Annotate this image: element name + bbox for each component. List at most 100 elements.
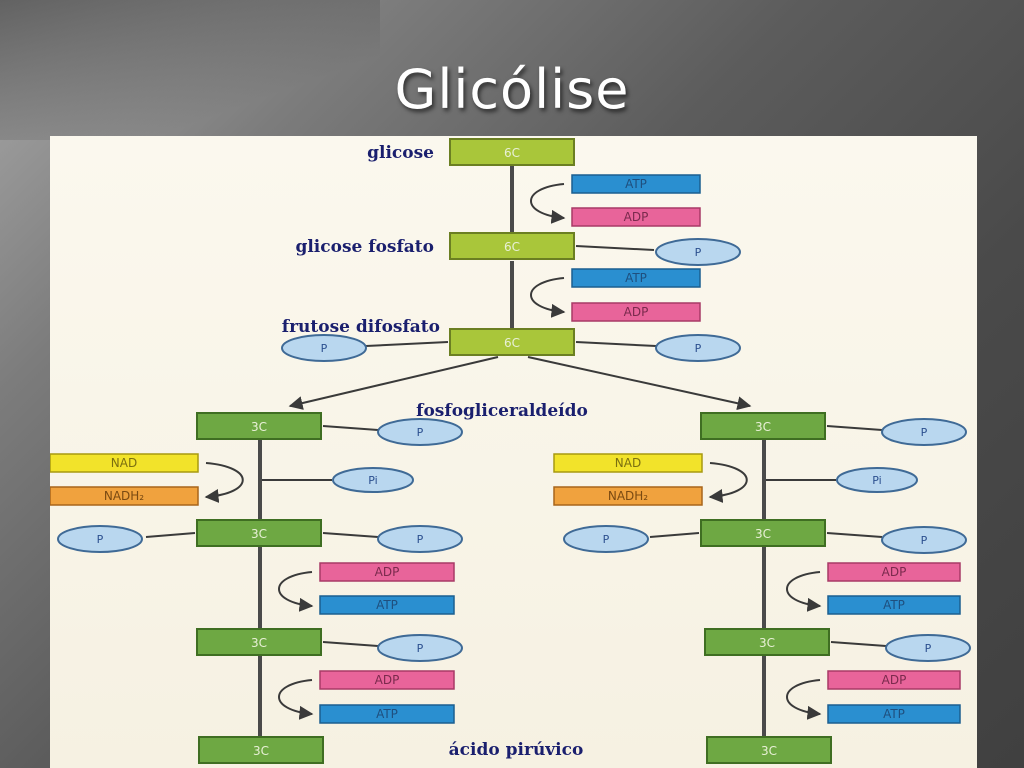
reaction-arrow bbox=[708, 462, 748, 503]
atp-label: ATP bbox=[883, 707, 905, 721]
phosphate-label: P bbox=[603, 533, 610, 546]
left-branch: 3C P NAD NADH₂ Pi 3C P P ADP ATP 3C P bbox=[50, 412, 463, 764]
phosphate-circle bbox=[881, 418, 967, 446]
adp-label: ADP bbox=[882, 565, 907, 579]
phosphate-bond bbox=[575, 341, 657, 347]
carbon-box-3c bbox=[700, 412, 826, 440]
carbon-box-label: 3C bbox=[755, 527, 771, 541]
atp-tag bbox=[827, 595, 961, 615]
phosphate-label: P bbox=[321, 342, 328, 355]
carbon-box-label: 3C bbox=[761, 744, 777, 758]
nad-tag bbox=[553, 453, 703, 473]
atp-tag bbox=[571, 268, 701, 288]
carbon-box-6c bbox=[449, 232, 575, 260]
phosphate-circle bbox=[377, 525, 463, 553]
atp-label: ATP bbox=[883, 598, 905, 612]
phosphate-circle bbox=[655, 238, 741, 266]
atp-label: ATP bbox=[376, 707, 398, 721]
split-arrow-left bbox=[288, 356, 499, 410]
phosphate-bond bbox=[649, 532, 700, 538]
nad-label: NAD bbox=[111, 456, 137, 470]
phosphate-bond bbox=[830, 641, 887, 647]
carbon-box-label: 3C bbox=[253, 744, 269, 758]
reaction-arrow bbox=[786, 571, 822, 612]
nad-tag bbox=[50, 453, 199, 473]
phosphate-label: P bbox=[921, 534, 928, 547]
carbon-box-label: 3C bbox=[755, 420, 771, 434]
reaction-arrow bbox=[204, 462, 244, 503]
reaction-arrow bbox=[786, 679, 822, 720]
phosphate-circle bbox=[655, 334, 741, 362]
adp-tag bbox=[319, 562, 455, 582]
adp-label: ADP bbox=[624, 305, 649, 319]
phosphate-bond bbox=[575, 245, 655, 251]
nad-label: NAD bbox=[615, 456, 641, 470]
reaction-arrow bbox=[530, 277, 566, 318]
carbon-box-label: 3C bbox=[251, 636, 267, 650]
reaction-arrow bbox=[278, 571, 314, 612]
atp-tag bbox=[827, 704, 961, 724]
carbon-box-3c bbox=[706, 736, 832, 764]
phosphate-bond bbox=[145, 532, 196, 538]
adp-label: ADP bbox=[624, 210, 649, 224]
carbon-box-3c bbox=[700, 519, 826, 547]
atp-tag bbox=[571, 174, 701, 194]
phosphate-bond bbox=[322, 641, 379, 647]
slide-title: Glicólise bbox=[394, 58, 630, 121]
phosphate-circle bbox=[881, 526, 967, 554]
atp-tag bbox=[319, 595, 455, 615]
inorganic-phosphate-circle bbox=[836, 467, 918, 493]
phosphate-circle bbox=[57, 525, 143, 553]
carbon-box-3c bbox=[704, 628, 830, 656]
phosphate-label: P bbox=[925, 642, 932, 655]
nadh2-tag bbox=[50, 486, 199, 506]
carbon-box-label: 3C bbox=[759, 636, 775, 650]
carbon-box-3c bbox=[196, 412, 322, 440]
phosphate-bond bbox=[322, 532, 379, 538]
background-shade bbox=[0, 0, 380, 140]
carbon-box-label: 6C bbox=[504, 240, 520, 254]
phosphate-circle bbox=[563, 525, 649, 553]
inorganic-phosphate-label: Pi bbox=[368, 474, 377, 487]
inorganic-phosphate-label: Pi bbox=[872, 474, 881, 487]
split-arrow-right bbox=[527, 356, 752, 411]
phosphate-label: P bbox=[695, 246, 702, 259]
atp-label: ATP bbox=[625, 177, 647, 191]
label-glyceraldehyde: fosfogliceraldeído bbox=[416, 401, 588, 421]
glycolysis-diagram-panel: glicose 6C ATP ADP glicose fosfato 6C P … bbox=[50, 136, 977, 768]
phosphate-label: P bbox=[97, 533, 104, 546]
atp-tag bbox=[319, 704, 455, 724]
phosphate-circle bbox=[377, 418, 463, 446]
carbon-box-label: 6C bbox=[504, 336, 520, 350]
atp-label: ATP bbox=[625, 271, 647, 285]
glycolysis-diagram: glicose 6C ATP ADP glicose fosfato 6C P … bbox=[50, 138, 971, 764]
phosphate-circle bbox=[885, 634, 971, 662]
carbon-box-label: 3C bbox=[251, 420, 267, 434]
inorganic-phosphate-circle bbox=[332, 467, 414, 493]
carbon-box-label: 3C bbox=[251, 527, 267, 541]
phosphate-bond bbox=[322, 425, 379, 431]
phosphate-label: P bbox=[921, 426, 928, 439]
nadh2-tag bbox=[553, 486, 703, 506]
phosphate-bond bbox=[826, 532, 883, 538]
phosphate-circle bbox=[281, 334, 367, 362]
adp-label: ADP bbox=[375, 565, 400, 579]
carbon-box-label: 6C bbox=[504, 146, 520, 160]
label-glucose: glicose bbox=[367, 143, 434, 163]
nadh2-label: NADH₂ bbox=[608, 489, 648, 503]
adp-label: ADP bbox=[375, 673, 400, 687]
phosphate-label: P bbox=[417, 426, 424, 439]
nadh2-label: NADH₂ bbox=[104, 489, 144, 503]
phosphate-label: P bbox=[417, 533, 424, 546]
adp-tag bbox=[319, 670, 455, 690]
reaction-arrow bbox=[530, 183, 566, 224]
adp-tag bbox=[827, 562, 961, 582]
carbon-box-3c bbox=[196, 519, 322, 547]
adp-tag bbox=[571, 302, 701, 322]
phosphate-bond bbox=[365, 341, 449, 347]
phosphate-bond bbox=[826, 425, 883, 431]
carbon-box-6c bbox=[449, 328, 575, 356]
reaction-arrow bbox=[278, 679, 314, 720]
carbon-box-3c bbox=[196, 628, 322, 656]
phosphate-label: P bbox=[695, 342, 702, 355]
